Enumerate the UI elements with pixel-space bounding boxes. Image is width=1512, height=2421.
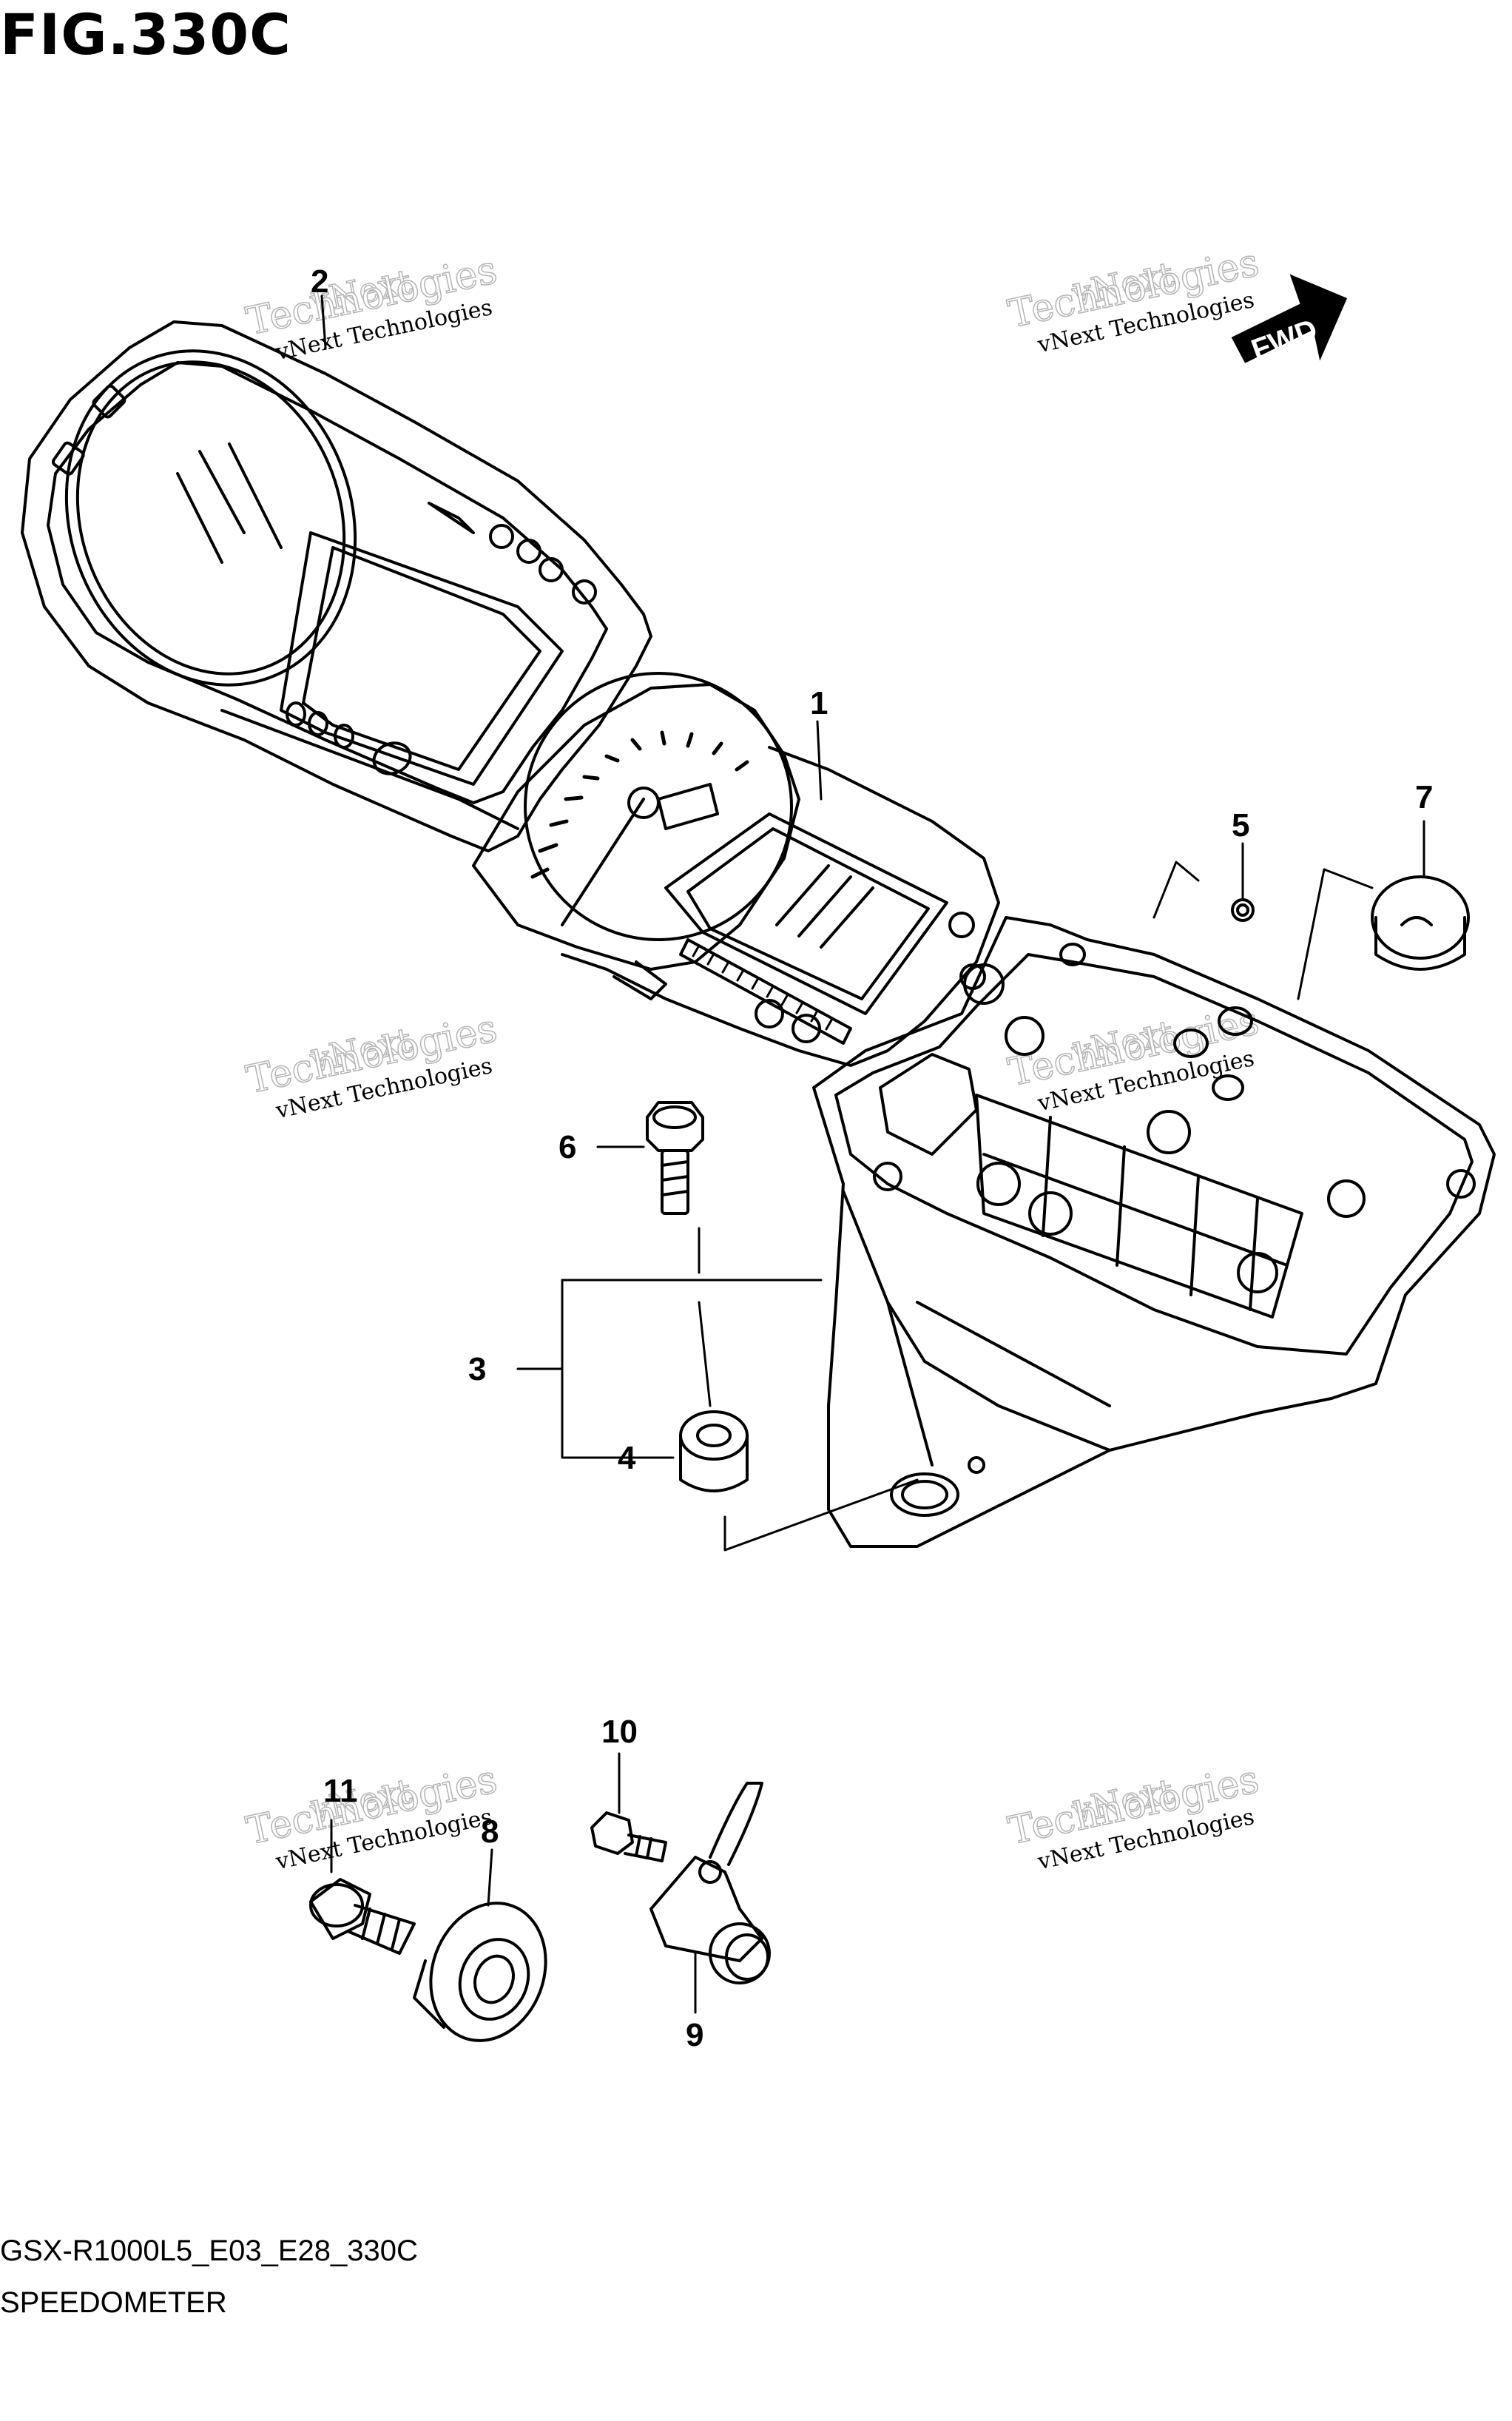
callout-4: 4 — [618, 1440, 636, 1476]
grommet-7-part — [1371, 875, 1470, 971]
part-8 — [413, 1902, 547, 2042]
callout-5: 5 — [1232, 807, 1249, 844]
figure-title: FIG.330C — [0, 1, 291, 67]
callout-11: 11 — [323, 1773, 358, 1809]
callouts: 2 1 5 7 6 3 4 10 11 8 9 — [311, 263, 1433, 2053]
callout-3: 3 — [468, 1351, 486, 1387]
meter-cover-part — [21, 320, 652, 852]
leader-lines — [320, 294, 1425, 2014]
callout-6: 6 — [558, 1129, 576, 1165]
figure-name: SPEEDOMETER — [0, 2286, 227, 2319]
sensor-9-part — [649, 1782, 771, 1984]
callout-8: 8 — [481, 1814, 499, 1850]
forward-direction-arrow: FWD — [1231, 274, 1348, 367]
part-11 — [309, 1878, 416, 1955]
callout-7: 7 — [1415, 779, 1433, 815]
bolt-10-part — [590, 1811, 667, 1862]
meter-assembly-part — [472, 672, 1005, 1067]
lower-case-part — [812, 916, 1496, 1548]
callout-2: 2 — [311, 263, 328, 300]
callout-10: 10 — [601, 1714, 638, 1750]
figure-code: GSX-R1000L5_E03_E28_330C — [0, 2235, 418, 2267]
grommet-4-part — [679, 1410, 749, 1492]
callout-1: 1 — [810, 685, 828, 721]
screw-5-part — [1231, 898, 1255, 922]
callout-9: 9 — [686, 2017, 703, 2053]
bolt-6-part — [646, 1101, 704, 1215]
